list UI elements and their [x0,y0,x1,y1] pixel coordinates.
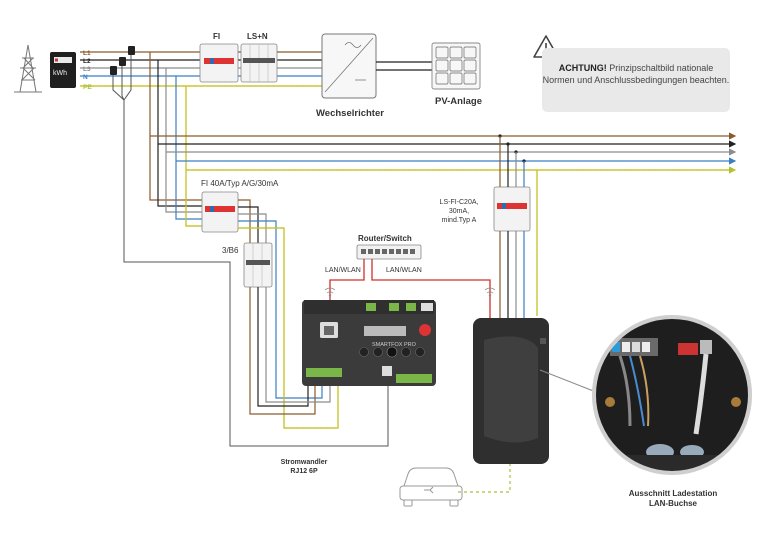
label-fi-main: FI [213,32,221,41]
electricity-meter [50,52,76,88]
sub-fi-breaker [201,191,239,233]
label-b6: 3/B6 [222,246,239,255]
label-inverter: Wechselrichter [316,108,384,119]
phase-label-n: N [83,74,88,81]
label-pv: PV-Anlage [435,96,482,107]
label-ls-fi-line1: LS-FI-C20A, [439,199,479,206]
pv-panel-icon [431,42,481,90]
charging-cable [458,464,511,493]
warning-body: Prinzipschaltbild nationale Normen und A… [542,63,730,85]
meter-unit: kWh [53,70,67,77]
current-clamps [110,46,135,75]
ls-n-breaker [240,43,278,83]
label-router: Router/Switch [358,234,412,243]
power-pylon-icon [14,44,42,93]
phase-label-l3: L3 [83,66,91,73]
ls-fi-feed [499,136,538,316]
label-ls-fi-line2: 30mA, [448,208,470,215]
inverter [321,33,377,99]
warning-box: ACHTUNG! Prinzipschaltbild nationale Nor… [542,48,730,112]
wallbox-charger [473,318,549,464]
label-ct-line1: Stromwandler [280,459,328,466]
router-switch [356,244,422,260]
b6-breaker [243,242,273,288]
main-fi-breaker [199,43,239,83]
phase-label-pe: PE [83,84,92,91]
warning-heading: ACHTUNG! [558,63,607,73]
ls-fi-outputs [499,231,525,320]
distribution-bus [150,132,737,174]
phase-label-l2: L2 [83,58,91,65]
car-icon [399,467,463,507]
smartfox-device [302,300,436,386]
dc-lines [376,61,432,71]
ls-fi-breaker [493,186,531,232]
drops-to-sub-fi [149,52,202,227]
detail-view [592,315,752,475]
label-detail-line1: Ausschnitt Ladestation [628,489,718,498]
label-detail-line2: LAN-Buchse [648,499,697,508]
label-ct-line2: RJ12 6P [290,468,318,475]
wifi-icon-left [324,287,336,297]
label-ls-fi: LS-FI-C20A, 30mA, mind.Typ A [428,198,490,225]
b6-outputs [249,287,331,415]
label-ls-n: LS+N [247,32,268,41]
label-fi-sub: FI 40A/Typ A/G/30mA [201,179,279,188]
phase-labels: L1 L2 L3 N PE [83,50,92,91]
wifi-icon-right [484,287,496,297]
label-current-transformer: Stromwandler RJ12 6P [262,458,346,476]
phase-label-l1: L1 [83,50,91,57]
label-ls-fi-line3: mind.Typ A [441,217,477,224]
label-detail: Ausschnitt Ladestation LAN-Buchse [600,489,746,509]
device-brand: SMARTFOX PRO [372,342,417,348]
clamp-cable-bundle [112,55,389,447]
label-lan-left: LAN/WLAN [325,267,361,274]
sub-fi-outputs [238,199,339,429]
label-lan-right: LAN/WLAN [386,267,422,274]
detail-pointer [539,369,597,393]
warning-text: ACHTUNG! Prinzipschaltbild nationale Nor… [542,62,730,86]
bus-junctions [498,134,526,163]
